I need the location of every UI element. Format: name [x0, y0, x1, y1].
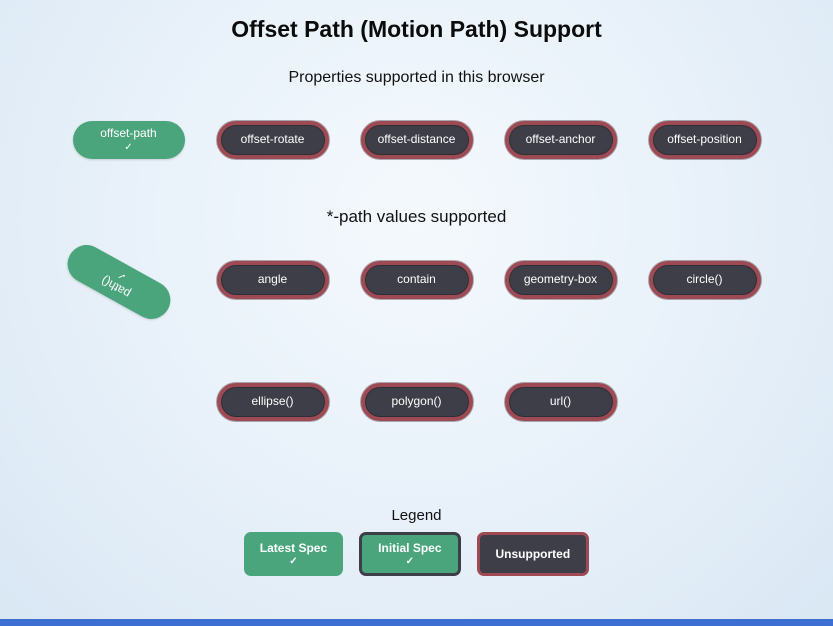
properties-row: offset-path ✓ offset-rotate offset-dista… — [0, 121, 833, 159]
pill-geometry-box: geometry-box — [504, 261, 617, 299]
legend-latest-spec: Latest Spec ✓ — [243, 532, 344, 576]
pill-label: contain — [397, 272, 436, 287]
pill-label: circle() — [686, 272, 723, 287]
pill-label: url() — [549, 394, 572, 409]
path-values-row-1: path() ✓ angle contain geometry-box circ… — [0, 238, 833, 326]
pill-label: ellipse() — [251, 394, 294, 409]
legend-label: Initial Spec — [378, 541, 442, 555]
pill-offset-rotate: offset-rotate — [216, 121, 329, 159]
pill-polygon: polygon() — [360, 383, 473, 421]
pill-label: angle — [257, 272, 288, 287]
pill-offset-anchor: offset-anchor — [504, 121, 617, 159]
page-title: Offset Path (Motion Path) Support — [231, 16, 602, 42]
pill-label: offset-distance — [377, 132, 456, 147]
legend-title: Legend — [391, 507, 442, 524]
pill-ellipse: ellipse() — [216, 383, 329, 421]
page-subtitle: Properties supported in this browser — [288, 69, 545, 86]
legend-row: Latest Spec ✓ Initial Spec ✓ Unsupported — [0, 532, 833, 576]
legend-label: Unsupported — [495, 547, 571, 561]
pill-offset-path: offset-path ✓ — [72, 121, 185, 159]
pill-label: offset-path — [100, 126, 157, 141]
legend-unsupported: Unsupported — [476, 532, 590, 576]
legend-label: Latest Spec — [259, 541, 328, 555]
pill-offset-distance: offset-distance — [360, 121, 473, 159]
pill-label: geometry-box — [523, 272, 598, 287]
pill-label: offset-position — [667, 132, 742, 147]
pill-label: polygon() — [391, 394, 442, 409]
rotated-label-wrap: path() ✓ — [98, 263, 139, 302]
footer-bar — [0, 619, 833, 626]
pill-path: path() ✓ — [60, 238, 177, 326]
path-values-title: *-path values supported — [326, 207, 507, 226]
check-icon: ✓ — [289, 556, 298, 567]
check-icon: ✓ — [405, 556, 415, 567]
legend-initial-spec: Initial Spec ✓ — [359, 532, 461, 576]
check-icon: ✓ — [124, 141, 133, 153]
path-values-row-2: ellipse() polygon() url() — [0, 383, 833, 421]
pill-contain: contain — [360, 261, 473, 299]
pill-circle: circle() — [648, 261, 761, 299]
pill-label: offset-anchor — [525, 132, 596, 147]
pill-url: url() — [504, 383, 617, 421]
pill-offset-position: offset-position — [648, 121, 761, 159]
pill-label: offset-rotate — [240, 132, 305, 147]
pill-angle: angle — [216, 261, 329, 299]
